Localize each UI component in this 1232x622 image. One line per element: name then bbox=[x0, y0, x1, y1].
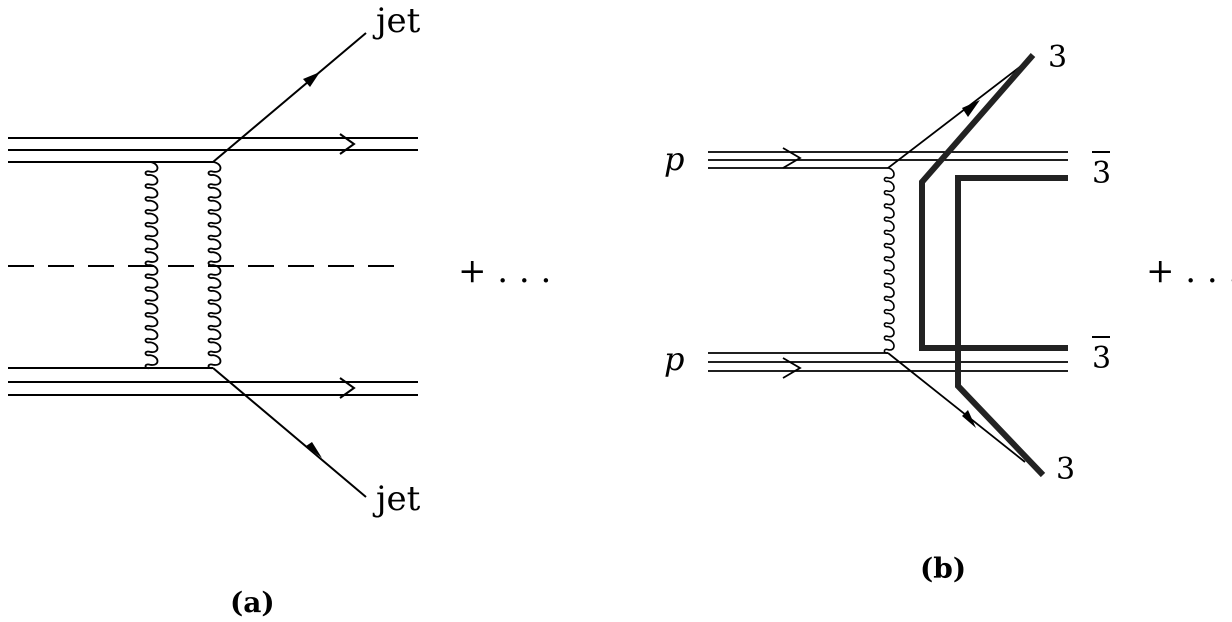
lower-jet-line bbox=[212, 367, 367, 498]
color-label-top-right: 3 bbox=[1048, 40, 1067, 75]
lower-jet-arrow bbox=[306, 442, 322, 458]
ellipsis-b: + . . . bbox=[1146, 251, 1232, 291]
upper-proton-line bbox=[708, 147, 1068, 169]
caption-a: (a) bbox=[230, 586, 275, 619]
lower-quark-arrow bbox=[962, 410, 976, 428]
lower-proton-line bbox=[708, 352, 1068, 379]
proton-label-bottom: p bbox=[664, 340, 684, 378]
upper-quark-line bbox=[887, 62, 1026, 169]
upper-jet-arrow bbox=[303, 72, 320, 87]
jet-label-top: jet bbox=[372, 1, 421, 41]
upper-jet-line bbox=[212, 32, 367, 163]
upper-hadron-arrow bbox=[339, 133, 356, 155]
lower-hadron-arrow bbox=[339, 377, 356, 399]
caption-b: (b) bbox=[920, 552, 966, 585]
jet-label-bottom: jet bbox=[372, 479, 421, 519]
upper-proton-arrow bbox=[782, 147, 802, 169]
antitriplet-lower: 3 bbox=[1092, 336, 1111, 376]
upper-quark-arrow bbox=[962, 100, 980, 117]
color-label-bottom-right: 3 bbox=[1056, 452, 1075, 487]
diagram-a: jet jet + . . . (a) bbox=[8, 1, 551, 619]
color-string-inner bbox=[955, 175, 1068, 478]
color-label-upper-antitriplet: 3 bbox=[1092, 156, 1111, 191]
diagram-b: p p 3 3 3 3 + . . . (b) bbox=[664, 40, 1232, 585]
ellipsis-a: + . . . bbox=[458, 251, 551, 291]
color-string-outer bbox=[919, 53, 1068, 351]
lower-quark-line bbox=[887, 352, 1026, 463]
gluon-left bbox=[144, 161, 159, 370]
lower-hadron-line bbox=[8, 367, 418, 399]
proton-label-top: p bbox=[664, 140, 684, 178]
gluon-b bbox=[883, 167, 895, 354]
upper-hadron-line bbox=[8, 133, 418, 163]
lower-proton-arrow bbox=[782, 357, 802, 379]
gluon-right bbox=[207, 161, 222, 370]
color-label-lower-antitriplet: 3 bbox=[1092, 341, 1111, 376]
antitriplet-upper: 3 bbox=[1092, 151, 1111, 191]
